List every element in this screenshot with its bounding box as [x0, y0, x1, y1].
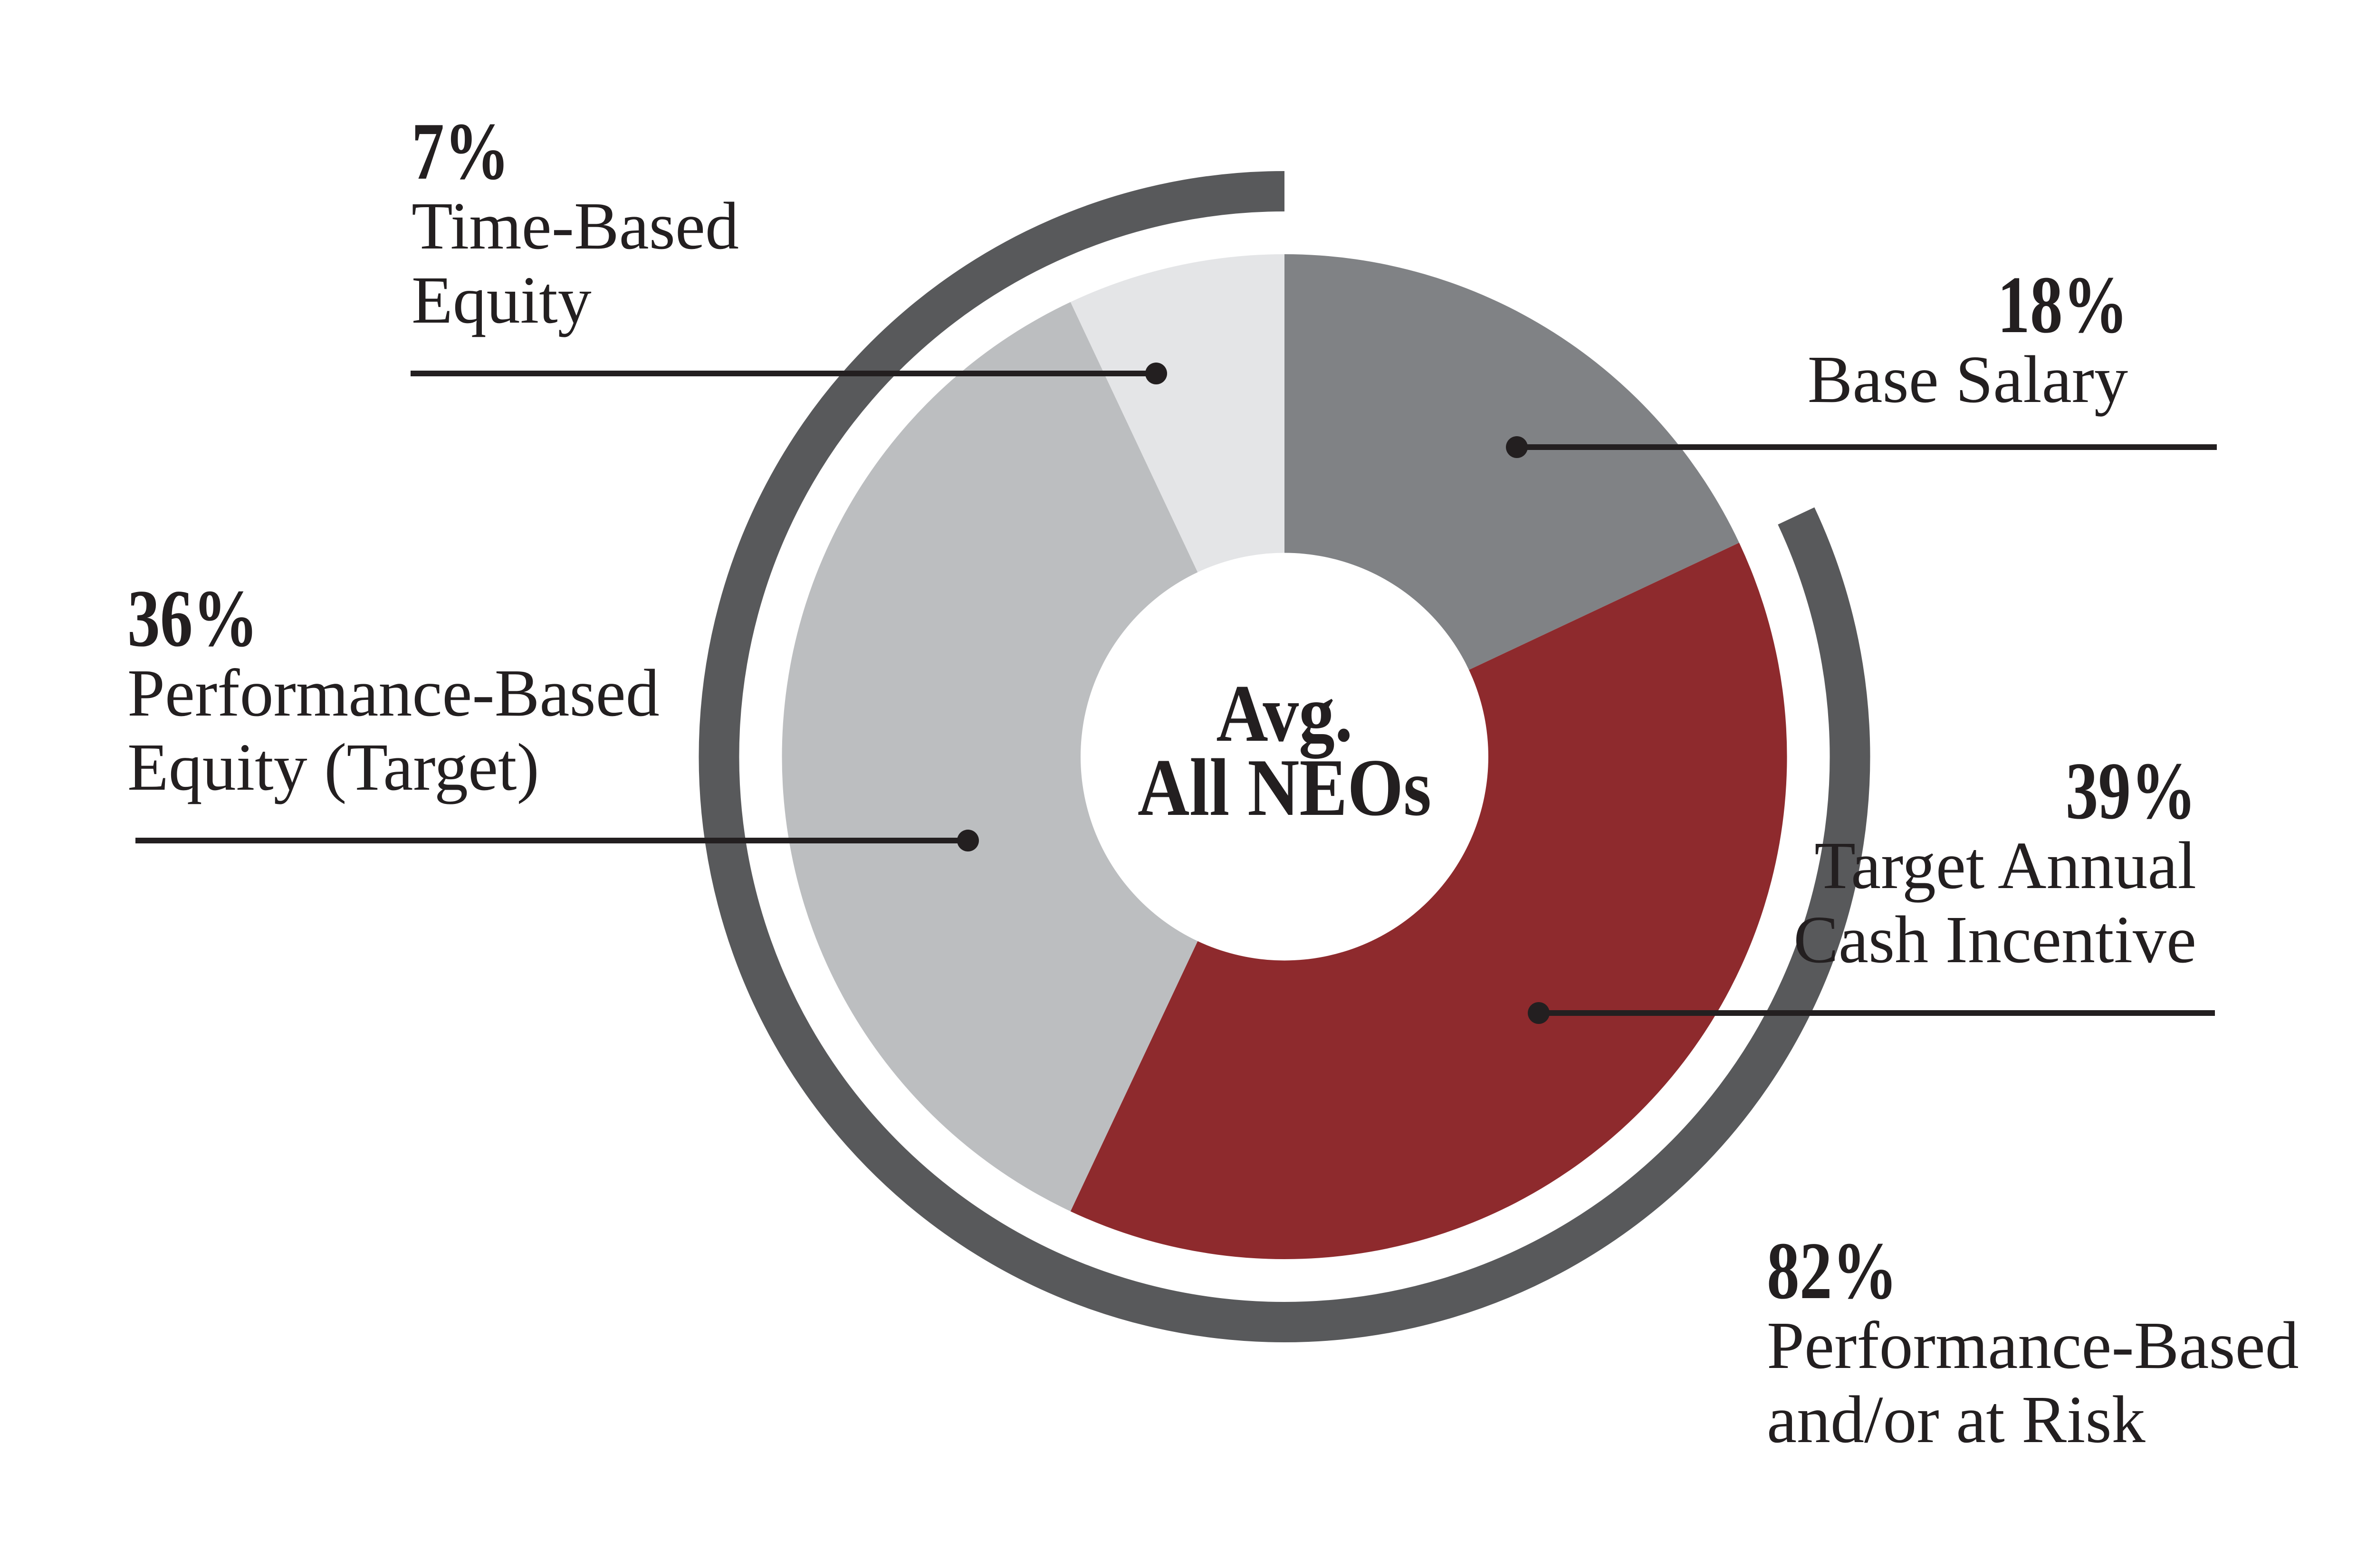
leader-dot-performance-based-equity	[957, 830, 979, 851]
center-label-line2: All NEOs	[1137, 743, 1432, 833]
callout-performance-based-at-risk: 82% Performance-Based and/or at Risk	[1767, 1226, 2299, 1457]
at-risk-label-line1: Performance-Based	[1767, 1308, 2299, 1383]
donut-hole	[1081, 553, 1488, 961]
callout-performance-based-equity: 36% Performance-Based Equity (Target)	[127, 574, 660, 804]
center-label-line1: Avg.	[1216, 669, 1353, 759]
outer-arc-performance-based-at-risk	[699, 171, 1870, 1342]
time-based-equity-label-line1: Time-Based	[412, 188, 739, 263]
cash-incentive-label-line2: Cash Incentive	[1793, 902, 2196, 977]
performance-based-equity-percent: 36%	[127, 574, 259, 664]
base-salary-percent: 18%	[1997, 260, 2128, 350]
callout-base-salary: 18% Base Salary	[1807, 260, 2128, 417]
leader-dot-base-salary	[1506, 436, 1528, 458]
time-based-equity-percent: 7%	[412, 106, 510, 197]
slice-target-annual-cash-incentive	[1070, 543, 1787, 1259]
time-based-equity-label-line2: Equity	[412, 262, 592, 337]
performance-based-equity-label-line1: Performance-Based	[127, 655, 660, 730]
slice-performance-based-equity	[782, 302, 1284, 1212]
base-salary-label-line1: Base Salary	[1807, 342, 2128, 417]
callout-time-based-equity: 7% Time-Based Equity	[412, 106, 739, 337]
at-risk-percent: 82%	[1767, 1226, 1898, 1316]
donut-center-label: Avg. All NEOs	[999, 669, 1570, 833]
at-risk-label-line2: and/or at Risk	[1767, 1382, 2146, 1457]
leader-dot-target-annual-cash-incentive	[1528, 1002, 1550, 1024]
leader-dot-time-based-equity	[1145, 363, 1167, 384]
performance-based-equity-label-line2: Equity (Target)	[127, 729, 539, 804]
callout-target-annual-cash-incentive: 39% Target Annual Cash Incentive	[1793, 746, 2196, 977]
cash-incentive-label-line1: Target Annual	[1814, 828, 2196, 903]
cash-incentive-percent: 39%	[2065, 746, 2196, 836]
